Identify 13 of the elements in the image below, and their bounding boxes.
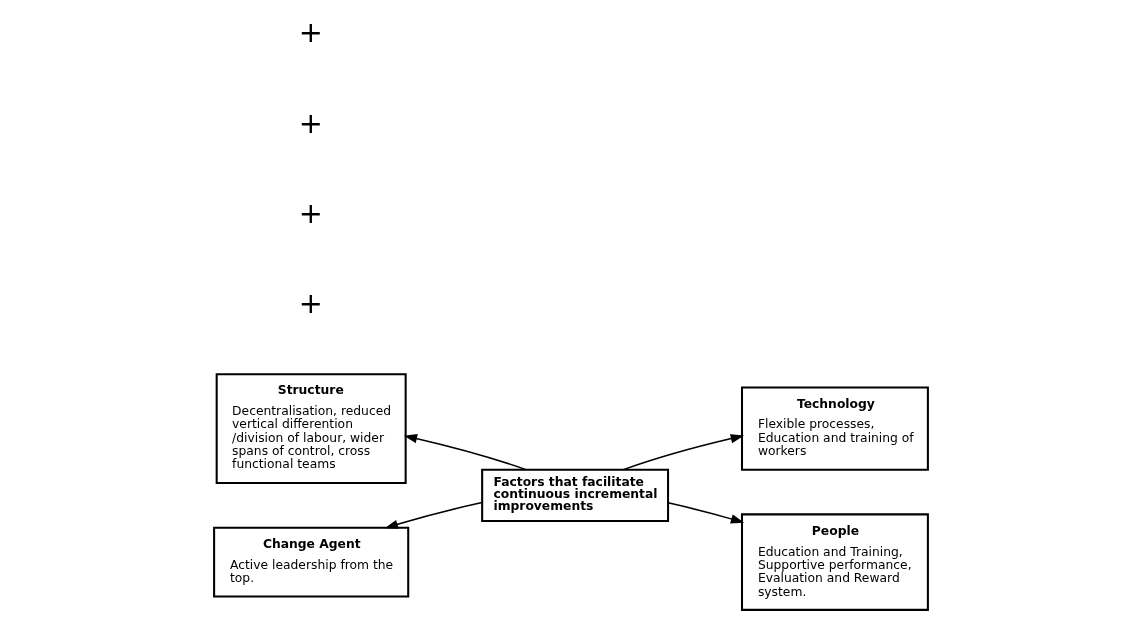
arrow bbox=[403, 434, 527, 471]
arrow bbox=[384, 501, 483, 529]
arrow bbox=[622, 434, 745, 471]
node-box: Structure Decentralisation, reduced vertical differention /division of labour, wider spans of control, cross functional teams bbox=[215, 373, 407, 485]
arrow bbox=[667, 502, 745, 524]
node-box: Factors that facilitate continuous incremental improvements bbox=[481, 468, 670, 523]
node-box: People Education and Training, Supportive performance, Evaluation and Reward system. bbox=[740, 513, 929, 611]
label: + bbox=[298, 15, 323, 50]
label: + bbox=[298, 196, 323, 231]
label: + bbox=[298, 286, 323, 321]
node-box: Change Agent Active leadership from the top. bbox=[213, 526, 410, 598]
label: + bbox=[298, 105, 323, 140]
node-box: Technology Flexible processes, Education and training of workers bbox=[740, 386, 929, 471]
